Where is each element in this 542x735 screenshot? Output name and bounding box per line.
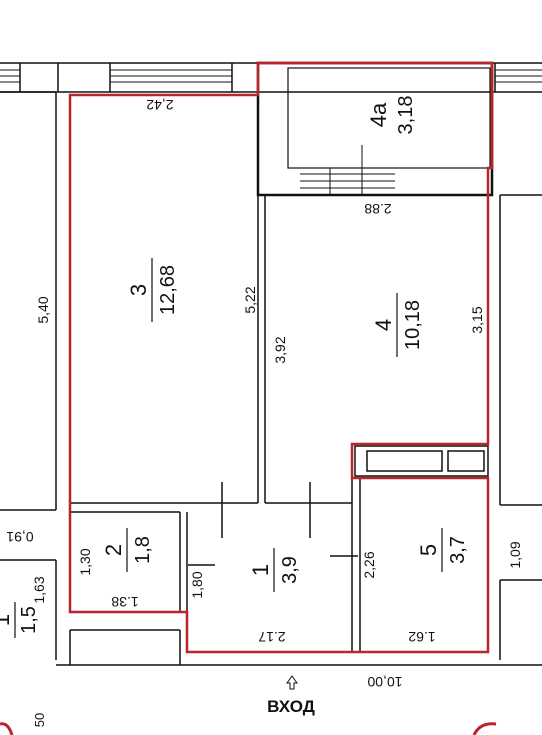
room-3-area: 12,68 bbox=[157, 265, 179, 315]
dim-1-80: 1,80 bbox=[189, 571, 205, 598]
dim-50: 50 bbox=[32, 713, 47, 727]
room-2: 2 1,8 bbox=[101, 528, 154, 572]
bottom-left-red-mark bbox=[0, 722, 14, 735]
room-5-number: 5 bbox=[416, 544, 441, 556]
neighbor-room-number: 1 bbox=[0, 614, 14, 626]
window-top bbox=[0, 69, 542, 83]
room-3-number: 3 bbox=[126, 284, 151, 296]
dim-5-40: 5,40 bbox=[35, 296, 51, 323]
dim-2-17: 2.17 bbox=[258, 629, 285, 645]
room-4a: 4а 3,18 bbox=[366, 96, 417, 135]
room-2-number: 2 bbox=[101, 544, 126, 556]
dim-1-62: 1.62 bbox=[408, 629, 435, 645]
bottom-right-red-mark bbox=[472, 722, 497, 735]
dim-2-42: 2,42 bbox=[146, 97, 173, 113]
room-4-area: 10,18 bbox=[402, 300, 424, 350]
neighbor-room: 1 1,5 bbox=[0, 602, 40, 638]
dim-1-09: 1,09 bbox=[507, 541, 523, 568]
room-5-area: 3,7 bbox=[447, 536, 469, 564]
dim-1-38: 1.38 bbox=[111, 594, 138, 610]
room-4a-area: 3,18 bbox=[395, 96, 417, 135]
entrance-marker: ВХОД bbox=[267, 675, 315, 716]
dim-3-92: 3,92 bbox=[272, 336, 288, 363]
dim-3-15: 3,15 bbox=[469, 306, 485, 333]
up-arrow-icon bbox=[286, 675, 298, 690]
dim-10-00: 10,00 bbox=[367, 674, 402, 690]
room-2-area: 1,8 bbox=[132, 536, 154, 564]
room-1-area: 3,9 bbox=[279, 556, 301, 584]
dim-5-22: 5,22 bbox=[242, 286, 258, 313]
room-4a-number: 4а bbox=[366, 102, 391, 127]
vent-block bbox=[354, 445, 489, 477]
balcony bbox=[256, 61, 494, 197]
dim-0-91: 0,91 bbox=[6, 529, 33, 545]
balcony-red-outline bbox=[258, 61, 494, 168]
dim-1-63: 1,63 bbox=[31, 576, 47, 603]
entrance-label: ВХОД bbox=[267, 697, 315, 716]
exterior-wall-top bbox=[0, 62, 542, 93]
room-1-number: 1 bbox=[248, 564, 273, 576]
room-5: 5 3,7 bbox=[416, 528, 469, 572]
dim-1-30: 1,30 bbox=[77, 548, 93, 575]
balcony-stairs bbox=[300, 145, 395, 195]
dim-2-88: 2.88 bbox=[364, 201, 391, 217]
room-4-number: 4 bbox=[371, 319, 396, 331]
room-3: 3 12,68 bbox=[126, 258, 179, 322]
neighbor-room-area: 1,5 bbox=[18, 606, 40, 634]
neighbor-walls bbox=[0, 91, 542, 666]
room-1: 1 3,9 bbox=[248, 548, 301, 592]
room-4: 4 10,18 bbox=[371, 293, 424, 357]
dim-2-26: 2,26 bbox=[361, 551, 377, 578]
